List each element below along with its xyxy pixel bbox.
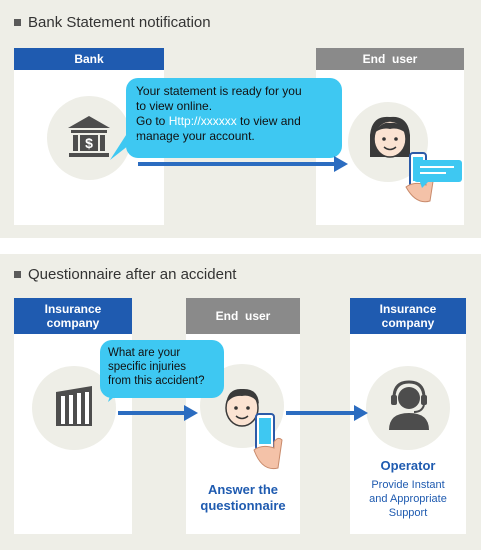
end-user-header-1: End user bbox=[316, 48, 464, 70]
operator-desc-line1: Provide Instant bbox=[371, 479, 445, 491]
bubble-tail-1 bbox=[110, 132, 138, 160]
answer-caption-line2: questionnaire bbox=[200, 498, 286, 513]
section-bullet-icon bbox=[14, 19, 21, 26]
section2-title: Questionnaire after an accident bbox=[14, 266, 236, 283]
message-line3: Go to Http://xxxxxx to view and bbox=[136, 114, 334, 129]
answer-caption-line1: Answer the bbox=[207, 482, 279, 497]
insurance-building-icon bbox=[56, 386, 92, 426]
bank-icon: $ bbox=[68, 116, 110, 157]
person-with-phone-icon bbox=[225, 388, 283, 470]
insurance-header-left-label: Insurance company bbox=[44, 302, 102, 330]
arrow-right-icon bbox=[138, 156, 348, 172]
insurance-card-left: Insurance company bbox=[14, 298, 132, 534]
operator-desc-line2: and Appropriate bbox=[369, 493, 447, 505]
insurance-header-right: Insurance company bbox=[350, 298, 466, 334]
svg-text:$: $ bbox=[85, 135, 93, 151]
answer-caption: Answer the questionnaire bbox=[186, 482, 300, 514]
operator-desc-line3: Support bbox=[388, 507, 428, 519]
operator-description: Provide Instant and Appropriate Support bbox=[350, 478, 466, 520]
message-line3-prefix: Go to bbox=[136, 114, 169, 128]
insurance-header-left: Insurance company bbox=[14, 298, 132, 334]
bank-header-label: Bank bbox=[74, 52, 104, 66]
section1-title: Bank Statement notification bbox=[14, 14, 211, 31]
statement-message-bubble: Your statement is ready for you to view … bbox=[126, 78, 342, 158]
question-line2: specific injuries bbox=[108, 361, 186, 373]
operator-label-text: Operator bbox=[380, 458, 436, 473]
operator-label: Operator bbox=[350, 458, 466, 474]
statement-link[interactable]: Http://xxxxxx bbox=[168, 114, 237, 128]
insurance-header-right-label: Insurance company bbox=[379, 302, 437, 330]
chat-bubble-icon bbox=[414, 160, 462, 188]
section2-title-text: Questionnaire after an accident bbox=[28, 266, 237, 283]
end-user-header-2: End user bbox=[186, 298, 300, 334]
message-line1: Your statement is ready for you bbox=[136, 84, 302, 98]
bubble-tail-2 bbox=[108, 384, 130, 402]
arrow-right-icon bbox=[286, 405, 368, 421]
bank-header: Bank bbox=[14, 48, 164, 70]
arrow-right-icon bbox=[118, 405, 198, 421]
section-bullet-icon bbox=[14, 271, 21, 278]
end-user-header-1-label: End user bbox=[362, 52, 418, 66]
message-line2: to view online. bbox=[136, 99, 213, 113]
question-line3: from this accident? bbox=[108, 375, 205, 387]
message-line3-suffix: to view and bbox=[236, 114, 301, 128]
operator-headset-icon bbox=[389, 380, 429, 430]
end-user-header-2-label: End user bbox=[215, 309, 271, 323]
section1-title-text: Bank Statement notification bbox=[28, 14, 211, 31]
insurance-card-right: Insurance company Operator Provide Insta… bbox=[350, 298, 466, 534]
question-line1: What are your bbox=[108, 347, 181, 359]
message-line4: manage your account. bbox=[136, 129, 255, 143]
